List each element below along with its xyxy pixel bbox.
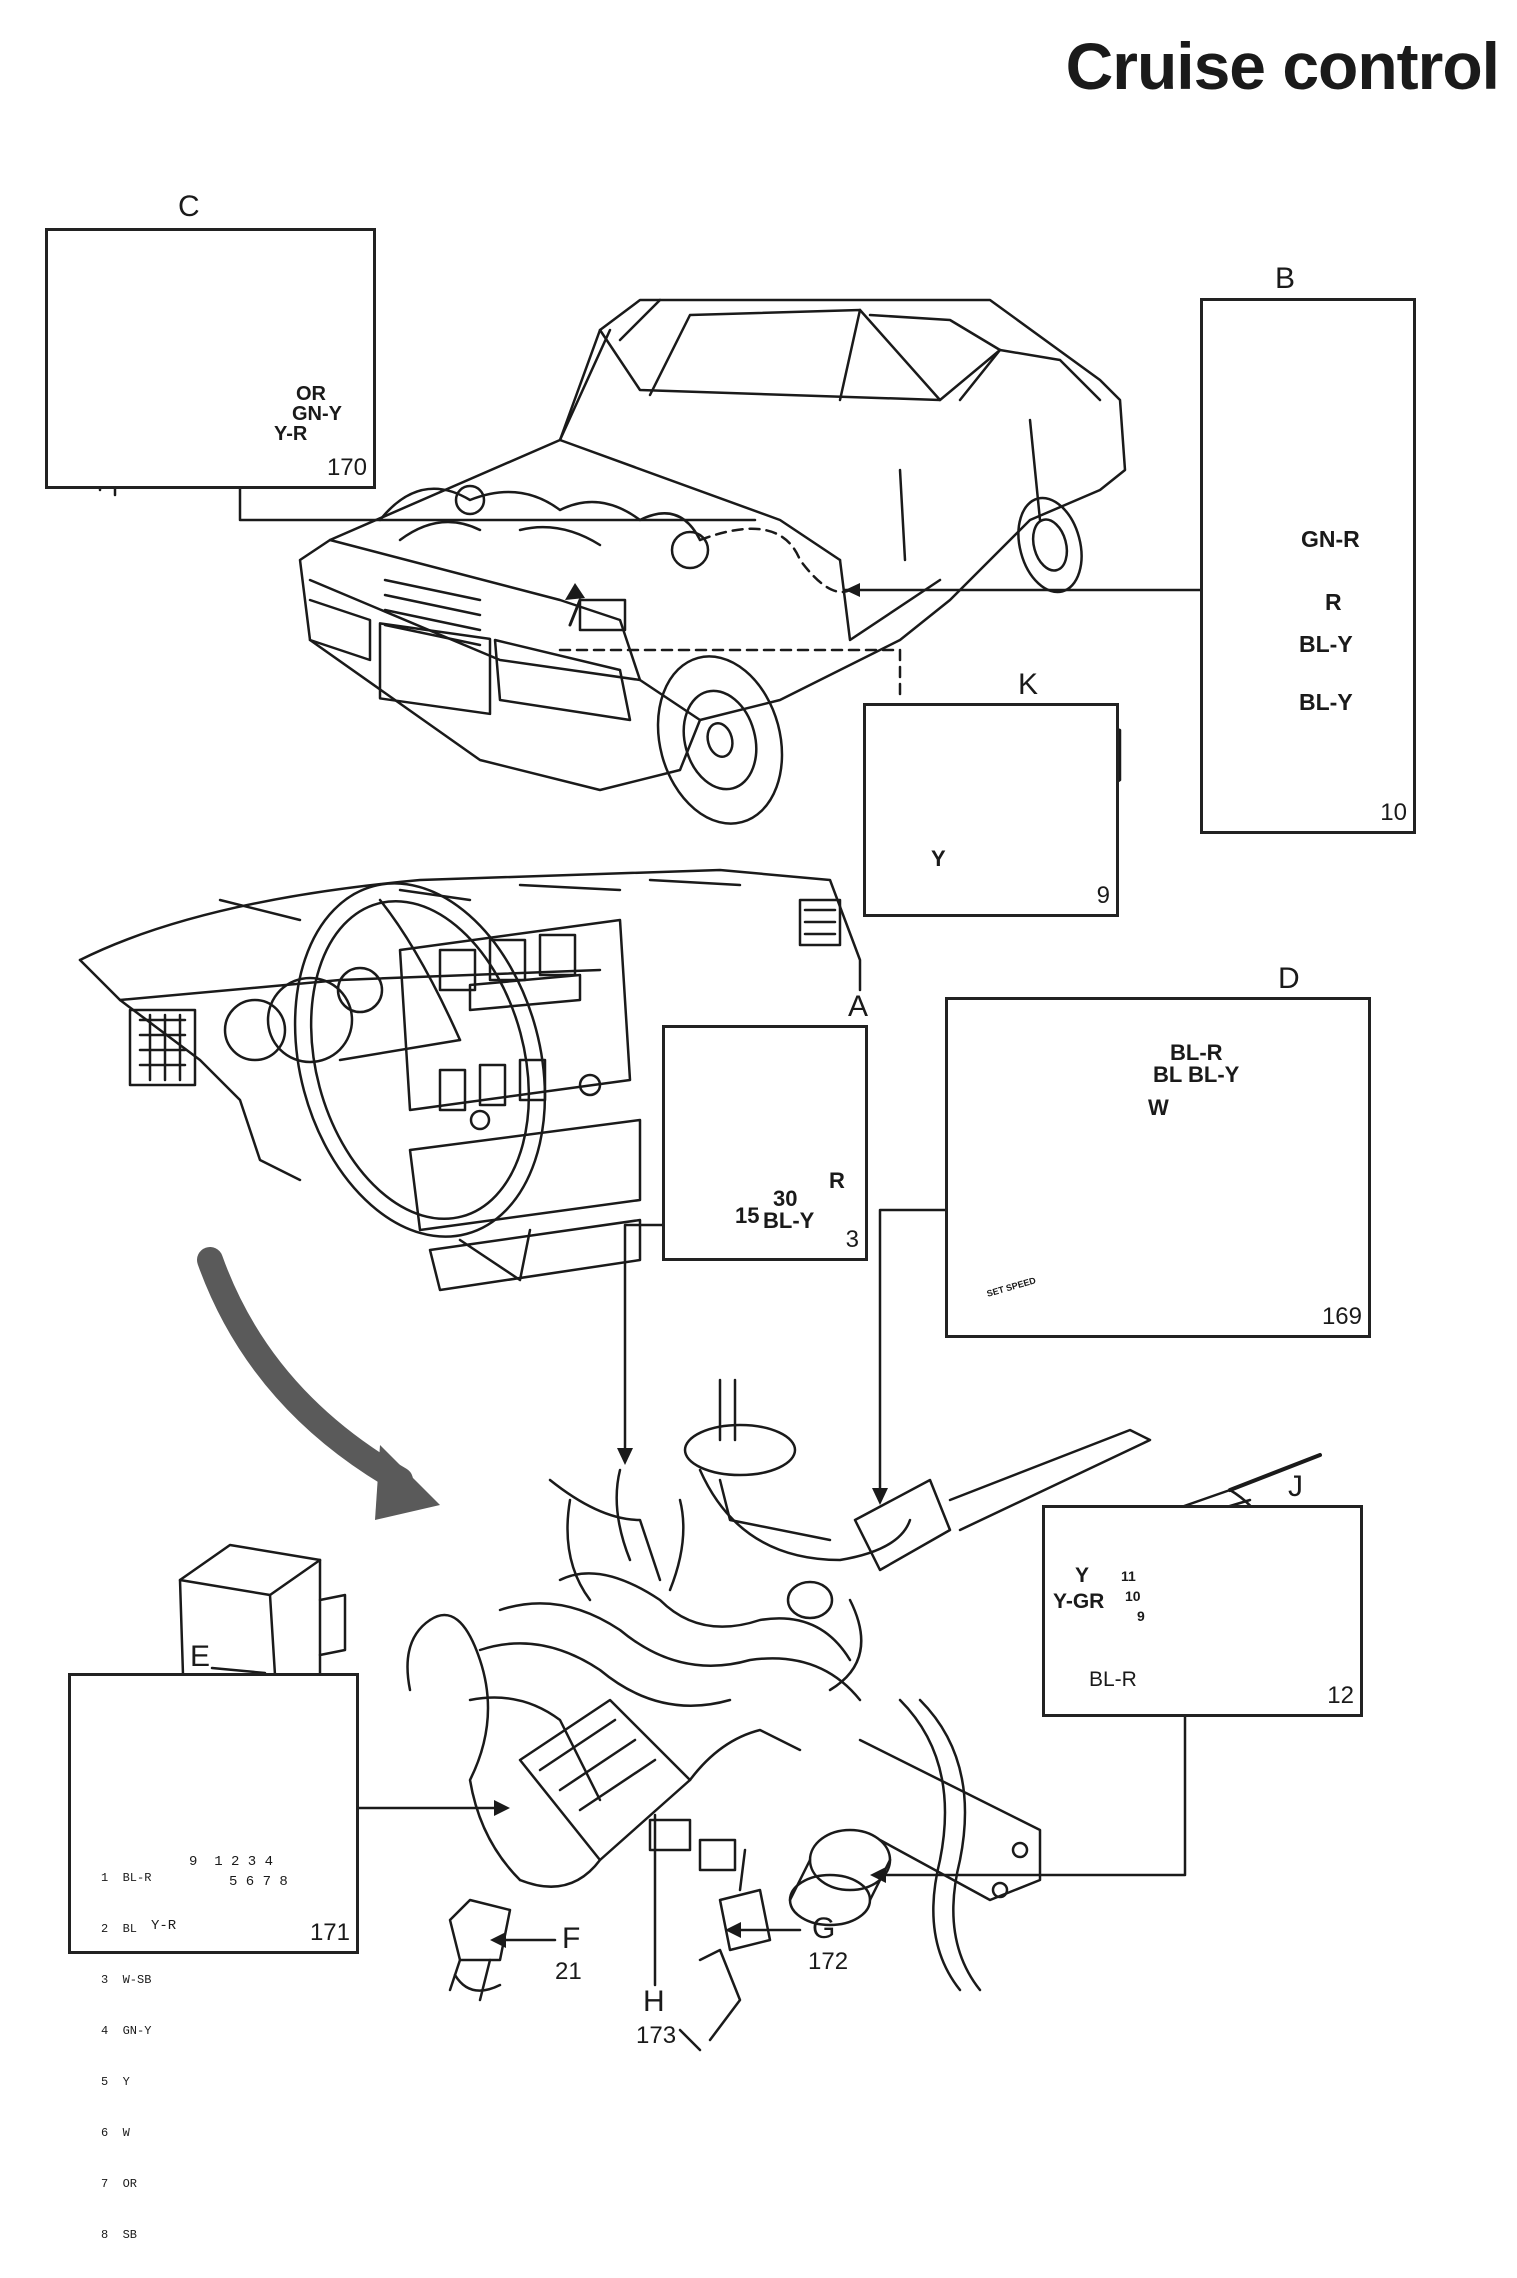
c-part-number: 170 — [326, 454, 367, 481]
a-wire-label-3: 30 — [773, 1186, 798, 1211]
j-pin-label-10: 10 — [1125, 1588, 1141, 1604]
d-wire-label-2: BL — [1153, 1062, 1183, 1087]
e-legend-line-1: 1 BL-R — [101, 1871, 152, 1885]
e-legend-line-6: 6 W — [101, 2126, 130, 2140]
dashboard-illustration — [78, 868, 862, 1292]
e-legend-line-3: 3 W-SB — [101, 1973, 152, 1987]
pointer-letter-f: F — [562, 1922, 581, 1955]
b-wire-label-2: R — [1325, 589, 1342, 615]
b-wire-label-4: BL-Y — [1299, 689, 1353, 715]
pointer-letter-g: G — [812, 1912, 836, 1945]
callout-letter-e: E — [190, 1640, 211, 1673]
callout-letter-b: B — [1275, 262, 1296, 295]
e-part-number: 171 — [309, 1919, 350, 1946]
k-wire-label-1: Y — [931, 846, 946, 871]
callout-box-e: 1 BL-R 2 BL 3 W-SB 4 GN-Y 5 Y 6 W 7 OR 8… — [68, 1673, 359, 2242]
car-illustration — [298, 298, 1127, 825]
b-part-number: 10 — [1380, 799, 1407, 826]
j-pin-label-11: 11 — [1121, 1568, 1136, 1584]
c-wire-label-1: OR — [296, 383, 326, 405]
pointer-letter-h: H — [643, 1985, 665, 2018]
callout-letter-d: D — [1278, 962, 1300, 995]
pointer-number-g: 172 — [808, 1948, 849, 1975]
j-pin-label-9: 9 — [1137, 1608, 1145, 1624]
d-knob-text: SET SPEED — [985, 1275, 1037, 1299]
a-wire-label-2: 15 — [735, 1203, 760, 1228]
e-legend-line-7: 7 OR — [101, 2177, 138, 2191]
callout-box-c: OR GN-Y Y-R 170 — [45, 228, 376, 489]
e-legend: 1 BL-R 2 BL 3 W-SB 4 GN-Y 5 Y 6 W 7 OR 8… — [101, 1836, 151, 2278]
d-wire-label-1: BL-R — [1170, 1040, 1223, 1065]
b-wire-label-3: BL-Y — [1299, 631, 1353, 657]
j-wire-label-3: BL-R — [1089, 1668, 1137, 1691]
e-legend-line-2: 2 BL — [101, 1922, 138, 1936]
j-wire-label-2: Y-GR — [1053, 1590, 1105, 1613]
page-title: Cruise control — [1065, 29, 1500, 103]
callout-letter-a: A — [848, 990, 869, 1023]
e-pins-top: 9 1 2 3 4 — [189, 1854, 274, 1870]
d-part-number: 169 — [1321, 1303, 1362, 1330]
pointer-number-f: 21 — [555, 1958, 582, 1985]
callout-box-b: GN-R R BL-Y BL-Y 10 — [1200, 298, 1416, 834]
steering-column-illustration — [406, 1378, 1152, 2052]
callout-box-d: BL-R BL BL-Y W SET SPEED 169 — [945, 997, 1371, 1338]
j-wire-label-1: Y — [1075, 1564, 1090, 1587]
callout-box-k: Y 9 — [863, 703, 1119, 917]
a-part-number: 3 — [845, 1226, 859, 1253]
k-part-number: 9 — [1096, 882, 1110, 909]
e-legend-line-8: 8 SB — [101, 2228, 138, 2242]
a-wire-label-4: BL-Y — [763, 1208, 815, 1233]
callout-letter-j: J — [1288, 1470, 1303, 1503]
e-wire-label: Y-R — [151, 1918, 177, 1934]
e-legend-line-4: 4 GN-Y — [101, 2024, 152, 2038]
callout-box-a: R 15 30 BL-Y 3 — [662, 1025, 868, 1261]
c-wire-label-2: GN-Y — [292, 403, 342, 425]
d-wire-label-3: BL-Y — [1188, 1062, 1240, 1087]
d-wire-label-4: W — [1148, 1095, 1169, 1120]
a-wire-label-1: R — [829, 1168, 845, 1193]
callout-letter-c: C — [178, 190, 200, 223]
j-part-number: 12 — [1327, 1682, 1354, 1709]
e-pins-bottom: 5 6 7 8 — [229, 1874, 288, 1890]
b-wire-label-1: GN-R — [1301, 526, 1360, 552]
callout-box-j: Y Y-GR BL-R 11 10 9 12 — [1042, 1505, 1363, 1717]
pointer-number-h: 173 — [636, 2022, 677, 2049]
c-wire-label-3: Y-R — [274, 423, 308, 445]
callout-letter-k: K — [1018, 668, 1039, 701]
